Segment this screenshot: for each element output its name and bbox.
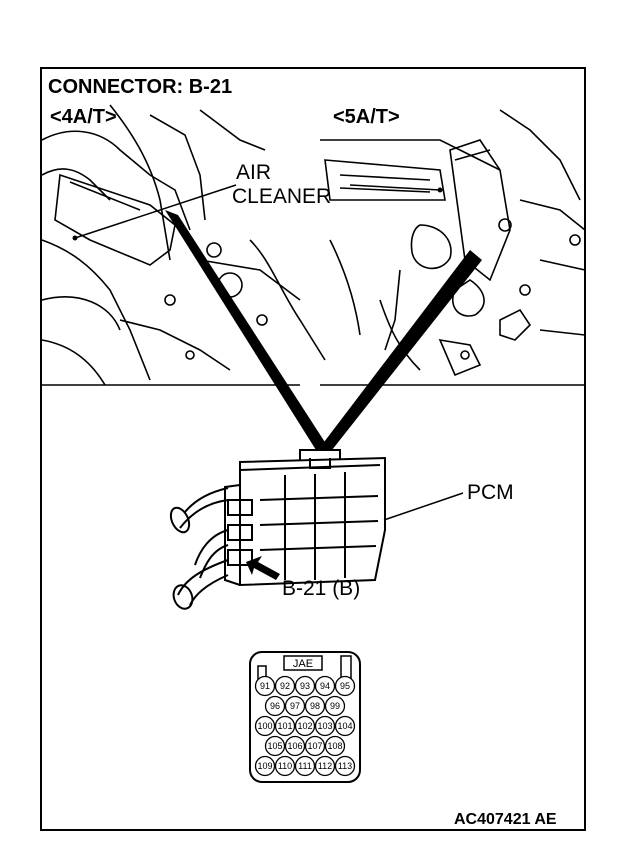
air-cleaner-leader-right-dot: [437, 187, 443, 193]
air-cleaner-leader-left: [74, 184, 237, 239]
connector-pin: [274, 675, 296, 697]
connector-pin-number: 100: [257, 721, 272, 731]
connector-face: 91 92 93 94 95 96 97 98 99 100 101 102 103 104 105 106 1…: [249, 651, 361, 783]
connector-pin-number: 104: [337, 721, 352, 731]
connector-arrow: [246, 556, 280, 580]
connector-pin-number: 94: [320, 681, 330, 691]
connector-pin: [324, 695, 346, 717]
connector-pin-number: 91: [260, 681, 270, 691]
connector-pin-number: 113: [338, 761, 352, 771]
wiring-harness: [169, 487, 229, 610]
connector-pin-number: 105: [267, 741, 282, 751]
connector-pin-number: 107: [307, 741, 322, 751]
connector-pin-number: 101: [277, 721, 292, 731]
connector-pin-number: 99: [330, 701, 340, 711]
connector-pin-number: 110: [278, 761, 292, 771]
connector-pin: [334, 755, 356, 777]
connector-pin: [294, 755, 316, 777]
connector-pin-number: 102: [297, 721, 312, 731]
air-cleaner-leader-left-dot: [72, 235, 78, 241]
connector-pin-number: 97: [290, 701, 300, 711]
connector-pin: [264, 695, 286, 717]
connector-pin-number: 98: [310, 701, 320, 711]
connector-pin-number: 111: [298, 761, 312, 771]
pcm-unit: [224, 449, 386, 587]
connector-pin: [294, 675, 316, 697]
connector-pin: [304, 695, 326, 717]
connector-pin: [334, 675, 356, 697]
connector-pin: [284, 695, 306, 717]
connector-key-label: JAE: [293, 658, 313, 670]
connector-face-outline: [249, 651, 361, 783]
connector-pin: [314, 675, 336, 697]
figure-code: AC407421 AE: [454, 811, 557, 828]
connector-pin-number: 92: [280, 681, 290, 691]
pointer-wedge-left: [165, 210, 330, 450]
connector-pin: [254, 715, 276, 737]
pointer-wedge-right: [318, 250, 482, 450]
pcm-leader: [383, 492, 464, 521]
connector-pin-number: 93: [300, 681, 310, 691]
connector-pin: [334, 715, 356, 737]
pin-grid: 91 92 93 94 95 96 97 98 99 100 101 102 103 104 105 106 1…: [254, 675, 356, 777]
connector-pin: [274, 755, 296, 777]
connector-pin: [314, 755, 336, 777]
figure-frame: [40, 67, 586, 831]
connector-pin: [254, 675, 276, 697]
connector-key-box: [283, 655, 323, 671]
connector-pin-number: 108: [327, 741, 342, 751]
air-cleaner-label-line1: AIR: [236, 161, 272, 184]
connector-pin-number: 109: [257, 761, 272, 771]
connector-label: B-21 (B): [282, 577, 361, 600]
connector-pin: [304, 735, 326, 757]
connector-pin-number: 106: [287, 741, 302, 751]
pcm-label: PCM: [467, 481, 514, 504]
connector-pin: [284, 735, 306, 757]
connector-pin: [254, 755, 276, 777]
connector-pin: [274, 715, 296, 737]
connector-title: CONNECTOR: B-21: [48, 76, 233, 98]
connector-pin: [294, 715, 316, 737]
connector-pin-number: 112: [318, 761, 332, 771]
air-cleaner-leader-right: [349, 184, 441, 191]
connector-pin-number: 96: [270, 701, 280, 711]
variant-label-4at: <4A/T>: [50, 106, 117, 128]
connector-pin-number: 95: [340, 681, 350, 691]
connector-pin-number: 103: [317, 721, 332, 731]
connector-pin: [264, 735, 286, 757]
air-cleaner-label-line2: CLEANER: [232, 185, 332, 208]
connector-pin: [314, 715, 336, 737]
variant-label-5at: <5A/T>: [333, 106, 400, 128]
engine-bay-sketch: [41, 104, 586, 386]
connector-pin: [324, 735, 346, 757]
